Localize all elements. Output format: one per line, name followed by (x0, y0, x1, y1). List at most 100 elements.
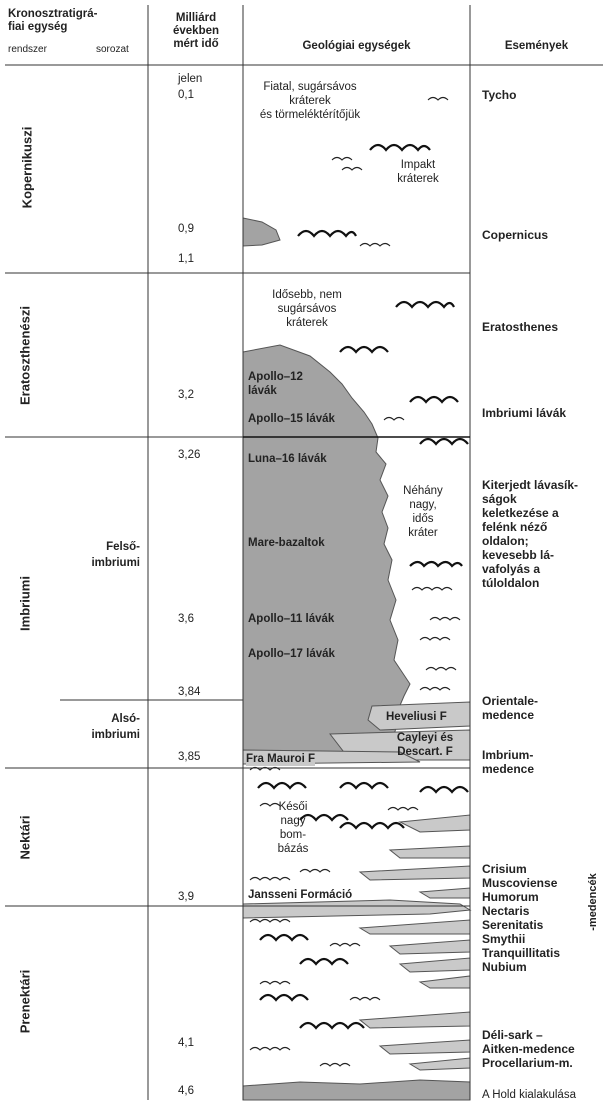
event-imbrium-basin: Imbrium- medence (482, 748, 534, 776)
copernicus-grey-patch (242, 217, 281, 247)
unit-apollo11: Apollo–11 lávák (248, 613, 335, 625)
unit-late-heavy-bombardment: Késői nagy bom- bázás (268, 800, 318, 856)
header-time-line3: mért idő (173, 38, 219, 50)
time-jelen: jelen (178, 73, 203, 85)
time-3-26: 3,26 (178, 449, 201, 461)
table-lines (5, 5, 603, 1100)
header-time: Milliárd években mért idő (150, 12, 242, 51)
nectarian-lens-3 (358, 865, 471, 881)
prenectarian-lens-1 (358, 919, 471, 935)
unit-few-l4: kráter (408, 527, 438, 539)
unit-impact-l1: Impakt (400, 159, 436, 171)
unit-older-craters: Idősebb, nem sugársávos kráterek (252, 288, 362, 330)
unit-few-old-craters: Néhány nagy, idős kráter (398, 484, 448, 540)
event-orientale-l1: Orientale- (482, 694, 539, 708)
event-orientale-basin: Orientale- medence (482, 694, 538, 722)
unit-few-l3: idős (412, 513, 434, 525)
event-smythii: Smythii (482, 932, 526, 946)
unit-young-l2: kráterek (289, 95, 331, 107)
unit-apollo12-l1: Apollo–12 (248, 371, 303, 383)
time-0-1: 0,1 (178, 89, 194, 101)
header-events: Események (504, 40, 569, 52)
janssen-formation (242, 899, 472, 919)
header-series: sorozat (96, 44, 129, 55)
time-4-6: 4,6 (178, 1085, 194, 1097)
time-4-1: 4,1 (178, 1037, 194, 1049)
event-tranquillitatis: Tranquillitatis (482, 946, 561, 960)
event-south-pole-l2: Aitken-medence (482, 1042, 575, 1056)
header-time-line1: Milliárd (175, 12, 217, 24)
header-chronostratigraphic: Kronosztratigrá- fiai egység (8, 8, 97, 34)
time-3-84: 3,84 (178, 686, 201, 698)
event-imbrium-l2: medence (482, 762, 535, 776)
system-eratosthenesi: Eratoszthenészi (17, 306, 33, 405)
time-3-6: 3,6 (178, 613, 194, 625)
event-lava-l2: ságok (482, 492, 517, 506)
event-south-pole-aitken: Déli-sark – Aitken-medence Procellarium-… (482, 1028, 575, 1070)
event-lava-l5: oldalon; (482, 534, 529, 548)
event-imbrium-l1: Imbrium- (482, 748, 534, 762)
header-time-line2: években (172, 25, 220, 37)
unit-late-l4: bázás (277, 843, 309, 855)
prenectarian-lens-4 (418, 975, 471, 989)
nectarian-lens-2 (388, 845, 471, 859)
unit-older-l3: kráterek (286, 317, 328, 329)
crater-symbols (257, 143, 469, 1030)
event-eratosthenes: Eratosthenes (482, 320, 559, 334)
unit-janssen: Jansseni Formáció (248, 889, 353, 901)
header-geologic-units: Geológiai egységek (302, 40, 411, 52)
event-lava-l7: vafolyás a (482, 562, 541, 576)
event-tycho: Tycho (482, 88, 517, 102)
unit-apollo12: Apollo–12 lávák (248, 370, 303, 398)
unit-young-l1: Fiatal, sugársávos (263, 81, 357, 93)
event-lava-l4: felénk néző (482, 520, 548, 534)
unit-young-l3: és törmeléktérítőjük (259, 109, 361, 121)
event-lava-l1: Kiterjedt lávasík- (482, 478, 579, 492)
event-crisium: Crisium (482, 862, 527, 876)
unit-impact-l2: kráterek (397, 173, 439, 185)
unit-apollo15: Apollo–15 lávák (248, 413, 335, 425)
event-moon-formation: A Hold kialakulása (482, 1089, 576, 1101)
series-lower-imbrian-l1: Alsó- (111, 713, 140, 725)
prenectarian-lens-2 (388, 939, 471, 955)
unit-young-rayed-craters: Fiatal, sugársávos kráterek és törmelékt… (250, 80, 370, 122)
nectarian-lens-4 (418, 887, 471, 899)
series-upper-imbrian-l1: Felső- (106, 541, 140, 553)
unit-late-l2: nagy (280, 815, 306, 827)
prenectarian-lens-5 (358, 1011, 471, 1029)
unit-cayley: Cayleyi és Descart. F (380, 731, 470, 759)
event-basins-list: Crisium Muscoviense Humorum Nectaris Ser… (482, 862, 560, 974)
unit-few-l2: nagy, (409, 499, 437, 511)
unit-mare-basalt: Mare-bazaltok (248, 537, 325, 549)
event-basins-suffix: -medencék (587, 873, 599, 931)
mare-basalt-region (242, 344, 411, 761)
nectarian-lens-1 (398, 814, 471, 833)
event-extensive-lava-plains: Kiterjedt lávasík- ságok keletkezése a f… (482, 478, 578, 590)
prenectarian-lens-7 (408, 1057, 471, 1071)
unit-cayley-l1: Cayleyi és (396, 732, 454, 744)
system-nektari: Nektári (17, 815, 33, 860)
unit-impact-craters: Impakt kráterek (388, 158, 448, 186)
time-3-85: 3,85 (178, 751, 201, 763)
event-lava-l8: túloldalon (482, 576, 540, 590)
time-0-9: 0,9 (178, 223, 194, 235)
event-south-pole-l1: Déli-sark – (482, 1028, 543, 1042)
event-lava-l6: kevesebb lá- (482, 548, 555, 562)
unit-apollo17: Apollo–17 lávák (248, 648, 335, 660)
event-nectaris: Nectaris (482, 904, 530, 918)
event-humorum: Humorum (482, 890, 539, 904)
header-system: rendszer (8, 44, 47, 55)
unit-hevelius: Heveliusi F (386, 711, 447, 723)
event-lava-l3: keletkezése a (482, 506, 559, 520)
event-copernicus: Copernicus (482, 228, 549, 242)
system-kopernikuszi: Kopernikuszi (19, 126, 35, 209)
system-imbriumi: Imbriumi (17, 576, 33, 631)
base-crust (242, 1079, 471, 1101)
time-3-9: 3,9 (178, 891, 194, 903)
unit-late-l1: Késői (278, 801, 308, 813)
event-muscoviense: Muscoviense (482, 876, 558, 890)
hevelius-formation (367, 701, 471, 731)
prenectarian-lens-6 (378, 1039, 471, 1055)
system-prenektari: Prenektári (17, 969, 33, 1034)
